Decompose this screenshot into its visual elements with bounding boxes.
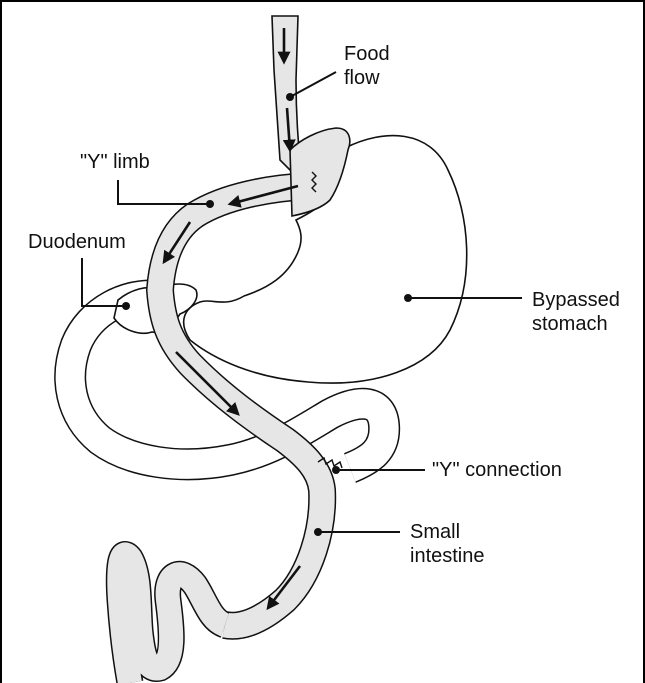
- label-bypassed-stomach-line2: stomach: [532, 312, 620, 336]
- label-food-flow-line1: Food: [344, 42, 390, 66]
- label-duodenum: Duodenum: [28, 230, 126, 254]
- label-food-flow: Food flow: [344, 42, 390, 90]
- label-small-intestine-line1: Small: [410, 520, 485, 544]
- label-bypassed-stomach-line1: Bypassed: [532, 288, 620, 312]
- label-food-flow-line2: flow: [344, 66, 390, 90]
- label-y-connection: "Y" connection: [432, 458, 562, 482]
- label-bypassed-stomach: Bypassed stomach: [532, 288, 620, 336]
- label-small-intestine: Small intestine: [410, 520, 485, 568]
- label-y-limb: "Y" limb: [80, 150, 150, 174]
- label-small-intestine-line2: intestine: [410, 544, 485, 568]
- leader-y-limb: [118, 180, 214, 208]
